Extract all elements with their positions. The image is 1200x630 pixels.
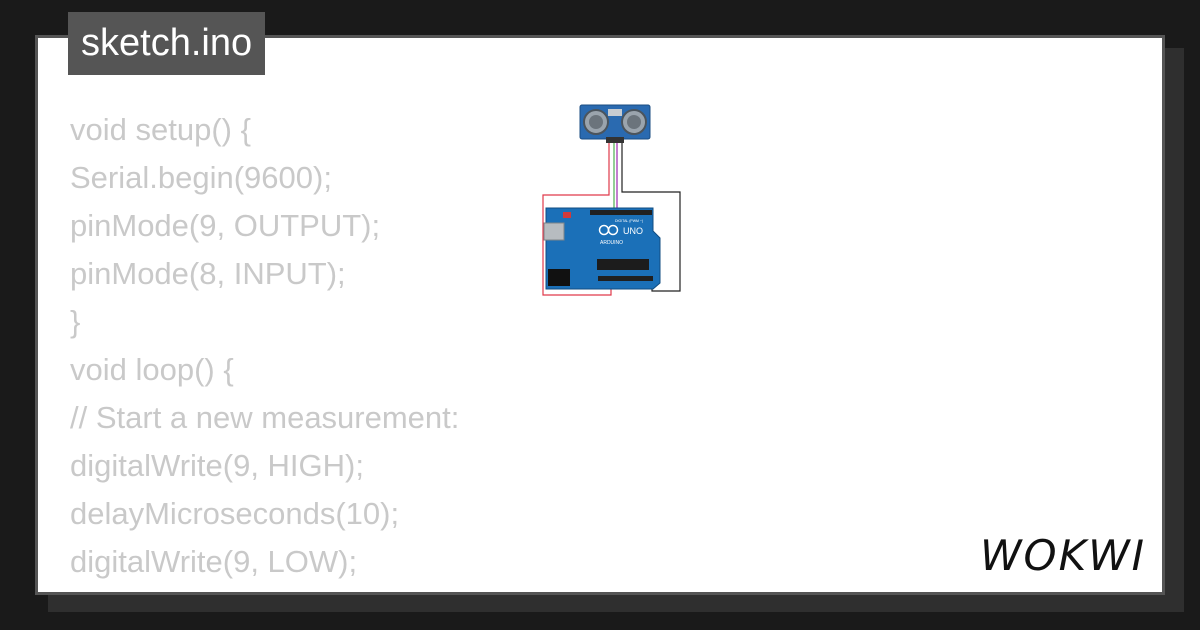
code-line: // Start a new measurement: <box>70 400 460 435</box>
wires <box>542 143 681 296</box>
board-header-label: DIGITAL (PWM ~) <box>615 219 643 223</box>
code-preview: void setup() { Serial.begin(9600); pinMo… <box>70 106 460 592</box>
code-line: pinMode(8, INPUT); <box>70 256 346 291</box>
code-line: Serial.begin(9600); <box>70 160 332 195</box>
code-line: void setup() { <box>70 112 251 147</box>
ultrasonic-sensor <box>579 104 651 143</box>
wire-vcc <box>542 143 612 296</box>
board-name-label: UNO <box>623 226 643 236</box>
code-line: digitalWrite(9, HIGH); <box>70 448 364 483</box>
code-line: pinMode(9, OUTPUT); <box>70 208 381 243</box>
file-name-tab[interactable]: sketch.ino <box>68 12 266 75</box>
code-line: delayMicroseconds(10); <box>70 496 400 531</box>
project-card[interactable]: void setup() { Serial.begin(9600); pinMo… <box>35 35 1165 595</box>
board-brand-label: ARDUINO <box>600 240 623 246</box>
code-line: } <box>70 304 81 339</box>
circuit-diagram: UNO ARDUINO DIGITAL (PWM ~) <box>542 104 681 296</box>
wire-gnd <box>621 143 681 292</box>
wokwi-logo-text: WOKWI <box>980 531 1146 578</box>
code-line: // Read the result: <box>70 586 459 592</box>
wokwi-logo[interactable]: WOKWI <box>978 528 1158 578</box>
code-line: void loop() { <box>70 352 234 387</box>
code-line: digitalWrite(9, LOW); <box>70 544 358 579</box>
arduino-uno-board: UNO ARDUINO DIGITAL (PWM ~) <box>543 207 661 290</box>
